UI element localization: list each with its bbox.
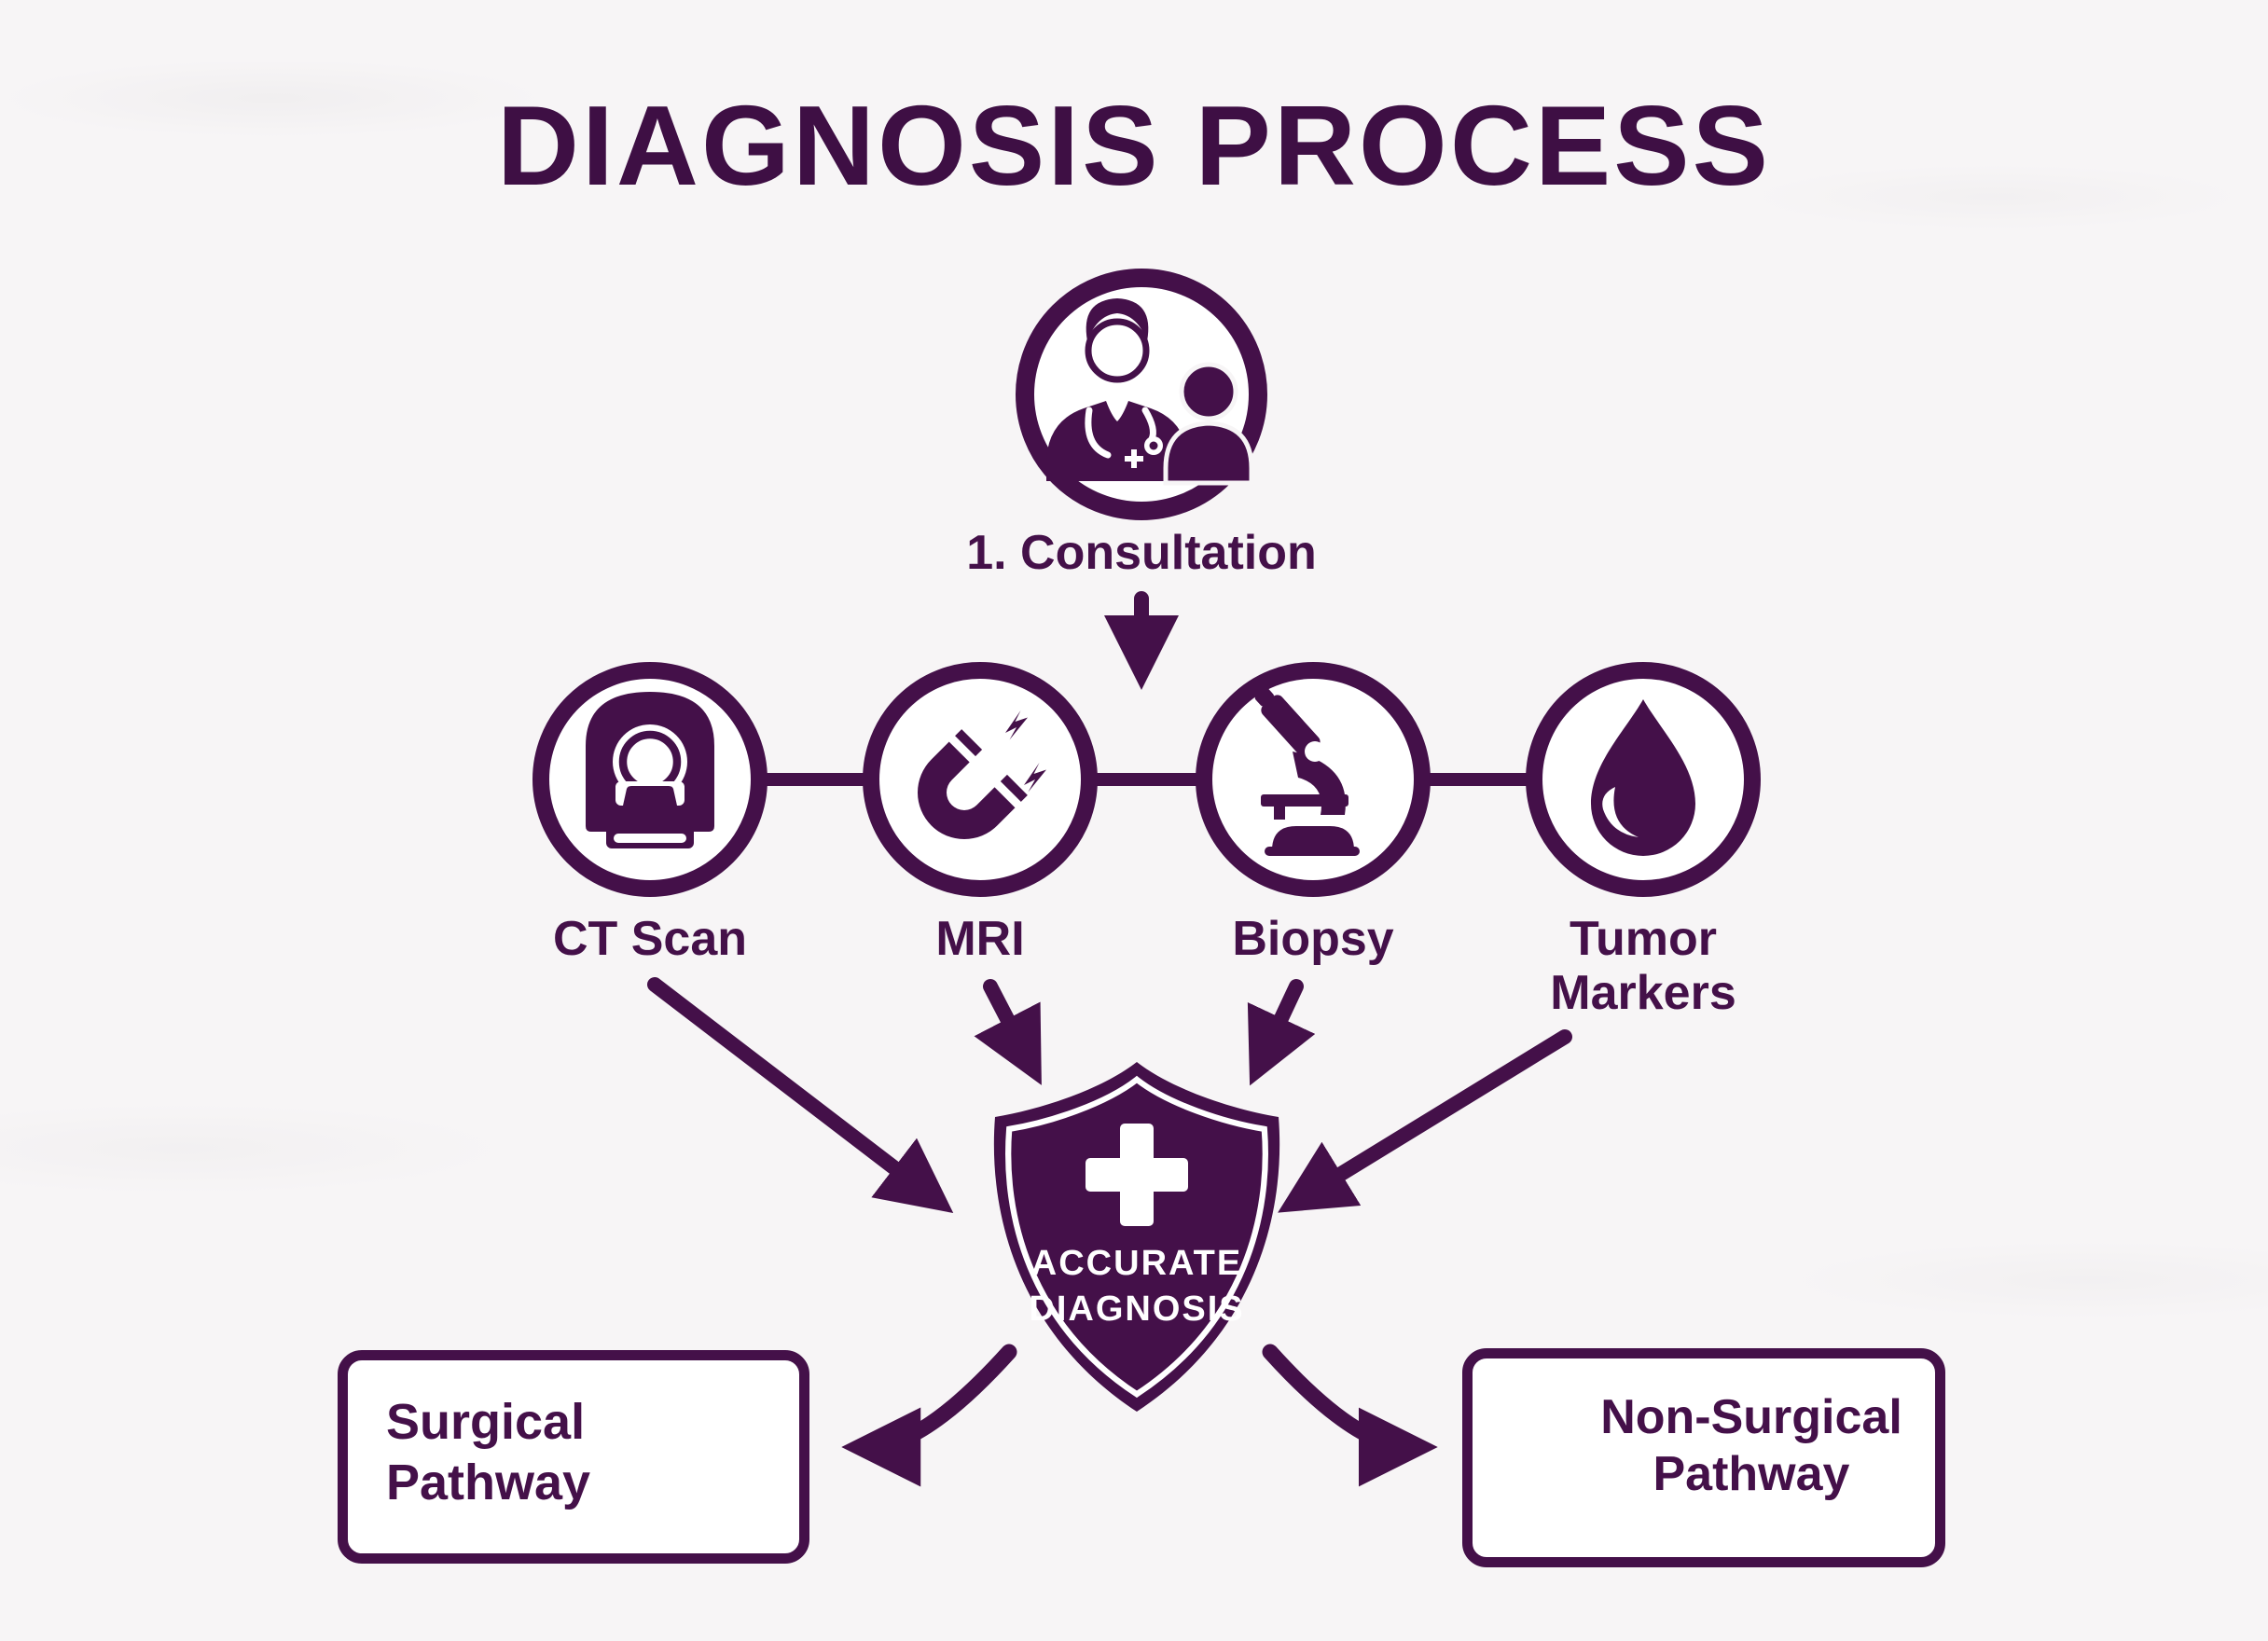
arrows-diagnosis-to-pathways xyxy=(841,1344,1438,1487)
shield-cross-icon xyxy=(993,1062,1280,1412)
tumor-markers-node xyxy=(1526,662,1761,897)
ct-scan-node xyxy=(532,662,768,897)
arrows-tests-to-diagnosis xyxy=(647,977,1572,1214)
test-label-ct-scan: CT Scan xyxy=(552,912,748,966)
biopsy-node xyxy=(1196,662,1431,897)
medical-cross-icon xyxy=(1086,1124,1188,1226)
consultation-node xyxy=(1016,269,1267,520)
ct-scanner-icon xyxy=(586,692,714,848)
arrow-tumor-to-shield xyxy=(1278,1029,1572,1213)
arrow-to-surgical xyxy=(841,1344,1017,1487)
surgical-pathway-label: Surgical Pathway xyxy=(386,1394,591,1510)
arrow-mri-to-shield xyxy=(974,979,1042,1085)
blood-drop-icon xyxy=(1591,699,1695,856)
nonsurgical-pathway-label: Non-Surgical Pathway xyxy=(1600,1390,1902,1502)
magnet-icon xyxy=(918,710,1046,839)
lightning-bolt-icon xyxy=(1024,763,1046,793)
arrow-to-nonsurgical xyxy=(1262,1344,1438,1487)
lightning-bolt-icon xyxy=(1005,710,1028,740)
test-label-biopsy: Biopsy xyxy=(1232,912,1394,966)
accurate-diagnosis-label: ACCURATE DIAGNOSIS xyxy=(1029,1244,1245,1330)
mri-node xyxy=(863,662,1098,897)
arrow-ct-to-shield xyxy=(647,977,954,1214)
nonsurgical-pathway-box xyxy=(1462,1348,1945,1567)
test-label-mri: MRI xyxy=(935,912,1025,966)
page-title: DIAGNOSIS PROCESS xyxy=(496,82,1772,209)
doctor-patient-icon xyxy=(1046,298,1254,486)
consultation-label: 1. Consultation xyxy=(966,526,1317,580)
microscope-icon xyxy=(1254,687,1360,856)
arrow-biopsy-to-shield xyxy=(1247,979,1316,1086)
test-label-tumor-markers: Tumor Markers xyxy=(1550,912,1736,1021)
surgical-pathway-box xyxy=(338,1350,809,1564)
